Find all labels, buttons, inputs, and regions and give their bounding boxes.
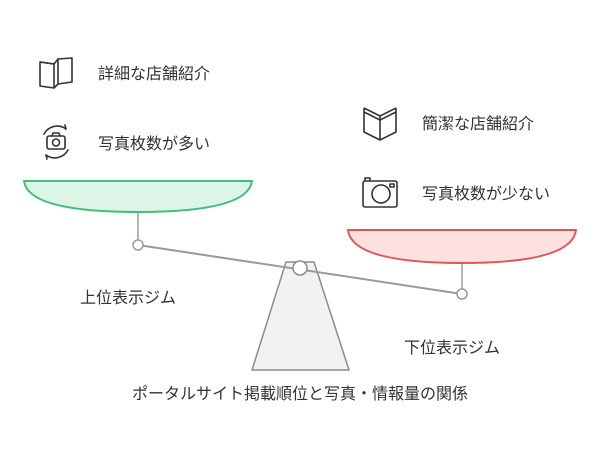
diagram-caption: ポータルサイト掲載順位と写真・情報量の関係 [131, 384, 468, 403]
open-book-icon [36, 52, 76, 92]
fulcrum [251, 261, 350, 371]
right-pan [347, 229, 577, 264]
upper-ranked-label: 上位表示ジム [80, 288, 177, 307]
closed-book-icon [360, 102, 400, 142]
camera-icon [360, 172, 400, 212]
upper-item-many-photos: 写真枚数が多い [98, 134, 211, 153]
upper-item-detailed-intro: 詳細な店舗紹介 [98, 64, 211, 83]
lower-item-few-photos: 写真枚数が少ない [422, 184, 551, 203]
left-hinge [132, 239, 144, 251]
left-pan [23, 180, 253, 213]
pivot [292, 260, 308, 276]
lower-ranked-label: 下位表示ジム [404, 338, 501, 357]
lower-item-brief-intro: 簡潔な店舗紹介 [422, 114, 535, 133]
rotate-camera-icon [36, 122, 76, 162]
right-hinge [456, 288, 468, 300]
